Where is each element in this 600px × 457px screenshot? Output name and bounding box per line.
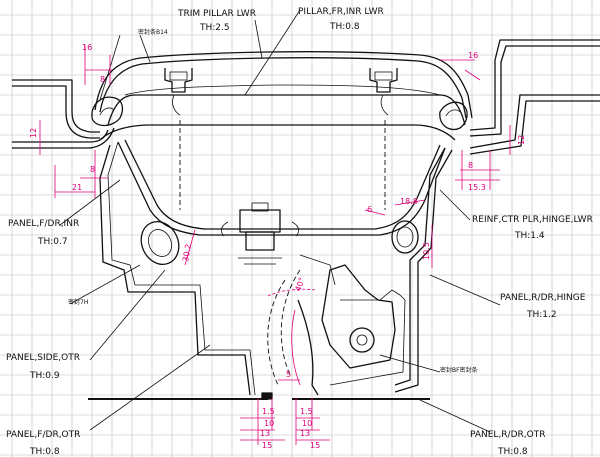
dim-b-15: 15 bbox=[310, 441, 320, 450]
dim-10: 10 bbox=[264, 419, 274, 428]
label-seal-left: 密封7H bbox=[68, 298, 88, 306]
label-panel-side-otr-th: TH:0.9 bbox=[29, 371, 60, 381]
left-hole bbox=[140, 221, 180, 265]
bottom-panels bbox=[88, 392, 430, 400]
label-panel-f-dr-otr: PANEL,F/DR,OTR bbox=[6, 430, 80, 440]
label-seal-top: 密封条B14 bbox=[138, 28, 168, 36]
dimension-lines bbox=[39, 45, 511, 445]
label-panel-f-dr-otr-th: TH:0.8 bbox=[29, 447, 60, 457]
label-panel-r-dr-otr-th: TH:0.8 bbox=[497, 447, 528, 457]
label-reinf-ctr-plr-th: TH:1.4 bbox=[514, 231, 545, 241]
right-clip bbox=[369, 68, 398, 116]
dim-21: 21 bbox=[72, 183, 82, 192]
dim-1-5: 1.5 bbox=[262, 407, 275, 416]
dim-b-1-5: 1.5 bbox=[300, 407, 313, 416]
dim-5: 5 bbox=[286, 370, 291, 379]
dim-16-left: 16 bbox=[82, 43, 92, 52]
dim-30-2: 30.2 bbox=[181, 243, 193, 262]
label-trim-pillar-th: TH:2.5 bbox=[199, 23, 230, 33]
dim-12-right: 12 bbox=[517, 135, 526, 145]
label-reinf-ctr-plr: REINF,CTR PLR,HINGE,LWR bbox=[472, 215, 593, 225]
dim-15: 15 bbox=[262, 441, 272, 450]
label-panel-r-dr-hinge: PANEL,R/DR,HINGE bbox=[500, 293, 586, 303]
label-panel-r-dr-hinge-th: TH:1.2 bbox=[526, 310, 557, 320]
dim-10-5: 10.5 bbox=[422, 242, 431, 260]
center-lines bbox=[179, 120, 386, 386]
leader-lines bbox=[59, 9, 501, 433]
center-bolt bbox=[220, 202, 300, 265]
hinge-assembly bbox=[297, 254, 406, 396]
label-trim-pillar: TRIM PILLAR LWR bbox=[177, 9, 256, 19]
dim-12-left: 12 bbox=[29, 128, 38, 138]
dim-b-13: 13 bbox=[300, 429, 310, 438]
dim-40: 40° bbox=[293, 276, 306, 292]
label-seal-bottom: 密封BF密封条 bbox=[440, 366, 478, 374]
right-outer-panel bbox=[469, 39, 600, 155]
label-panel-side-otr: PANEL,SIDE,OTR bbox=[6, 353, 80, 363]
left-clip bbox=[164, 68, 193, 116]
left-seal bbox=[91, 96, 124, 127]
label-pillar-fr-inr: PILLAR,FR,INR LWR bbox=[298, 7, 384, 17]
dim-6: 6 bbox=[367, 205, 372, 214]
dim-8-left-top: 8 bbox=[100, 75, 105, 84]
callouts: TRIM PILLAR LWR TH:2.5 PILLAR,FR,INR LWR… bbox=[6, 7, 593, 457]
dim-13: 13 bbox=[260, 429, 270, 438]
trim-pillar-cap bbox=[94, 51, 473, 126]
dim-8-right: 8 bbox=[468, 161, 473, 170]
right-seal bbox=[439, 101, 468, 131]
dim-15-3: 15.3 bbox=[468, 183, 486, 192]
left-outer-panel bbox=[12, 79, 115, 149]
right-hole bbox=[391, 220, 419, 254]
dim-8-left-mid: 8 bbox=[90, 165, 95, 174]
label-panel-f-dr-inr: PANEL,F/DR,INR bbox=[8, 219, 79, 229]
label-panel-f-dr-inr-th: TH:0.7 bbox=[37, 237, 68, 247]
pillar-fr-inr-body bbox=[99, 124, 456, 396]
dim-18-8: 18.8 bbox=[400, 197, 418, 206]
dimension-values: 16 8 12 8 21 16 12 8 15.3 18.8 6 30.2 10… bbox=[29, 43, 526, 450]
label-panel-r-dr-otr: PANEL,R/DR,OTR bbox=[470, 430, 545, 440]
label-pillar-fr-inr-th: TH:0.8 bbox=[329, 22, 360, 32]
dim-16-right: 16 bbox=[468, 51, 478, 60]
dim-b-10: 10 bbox=[302, 419, 312, 428]
